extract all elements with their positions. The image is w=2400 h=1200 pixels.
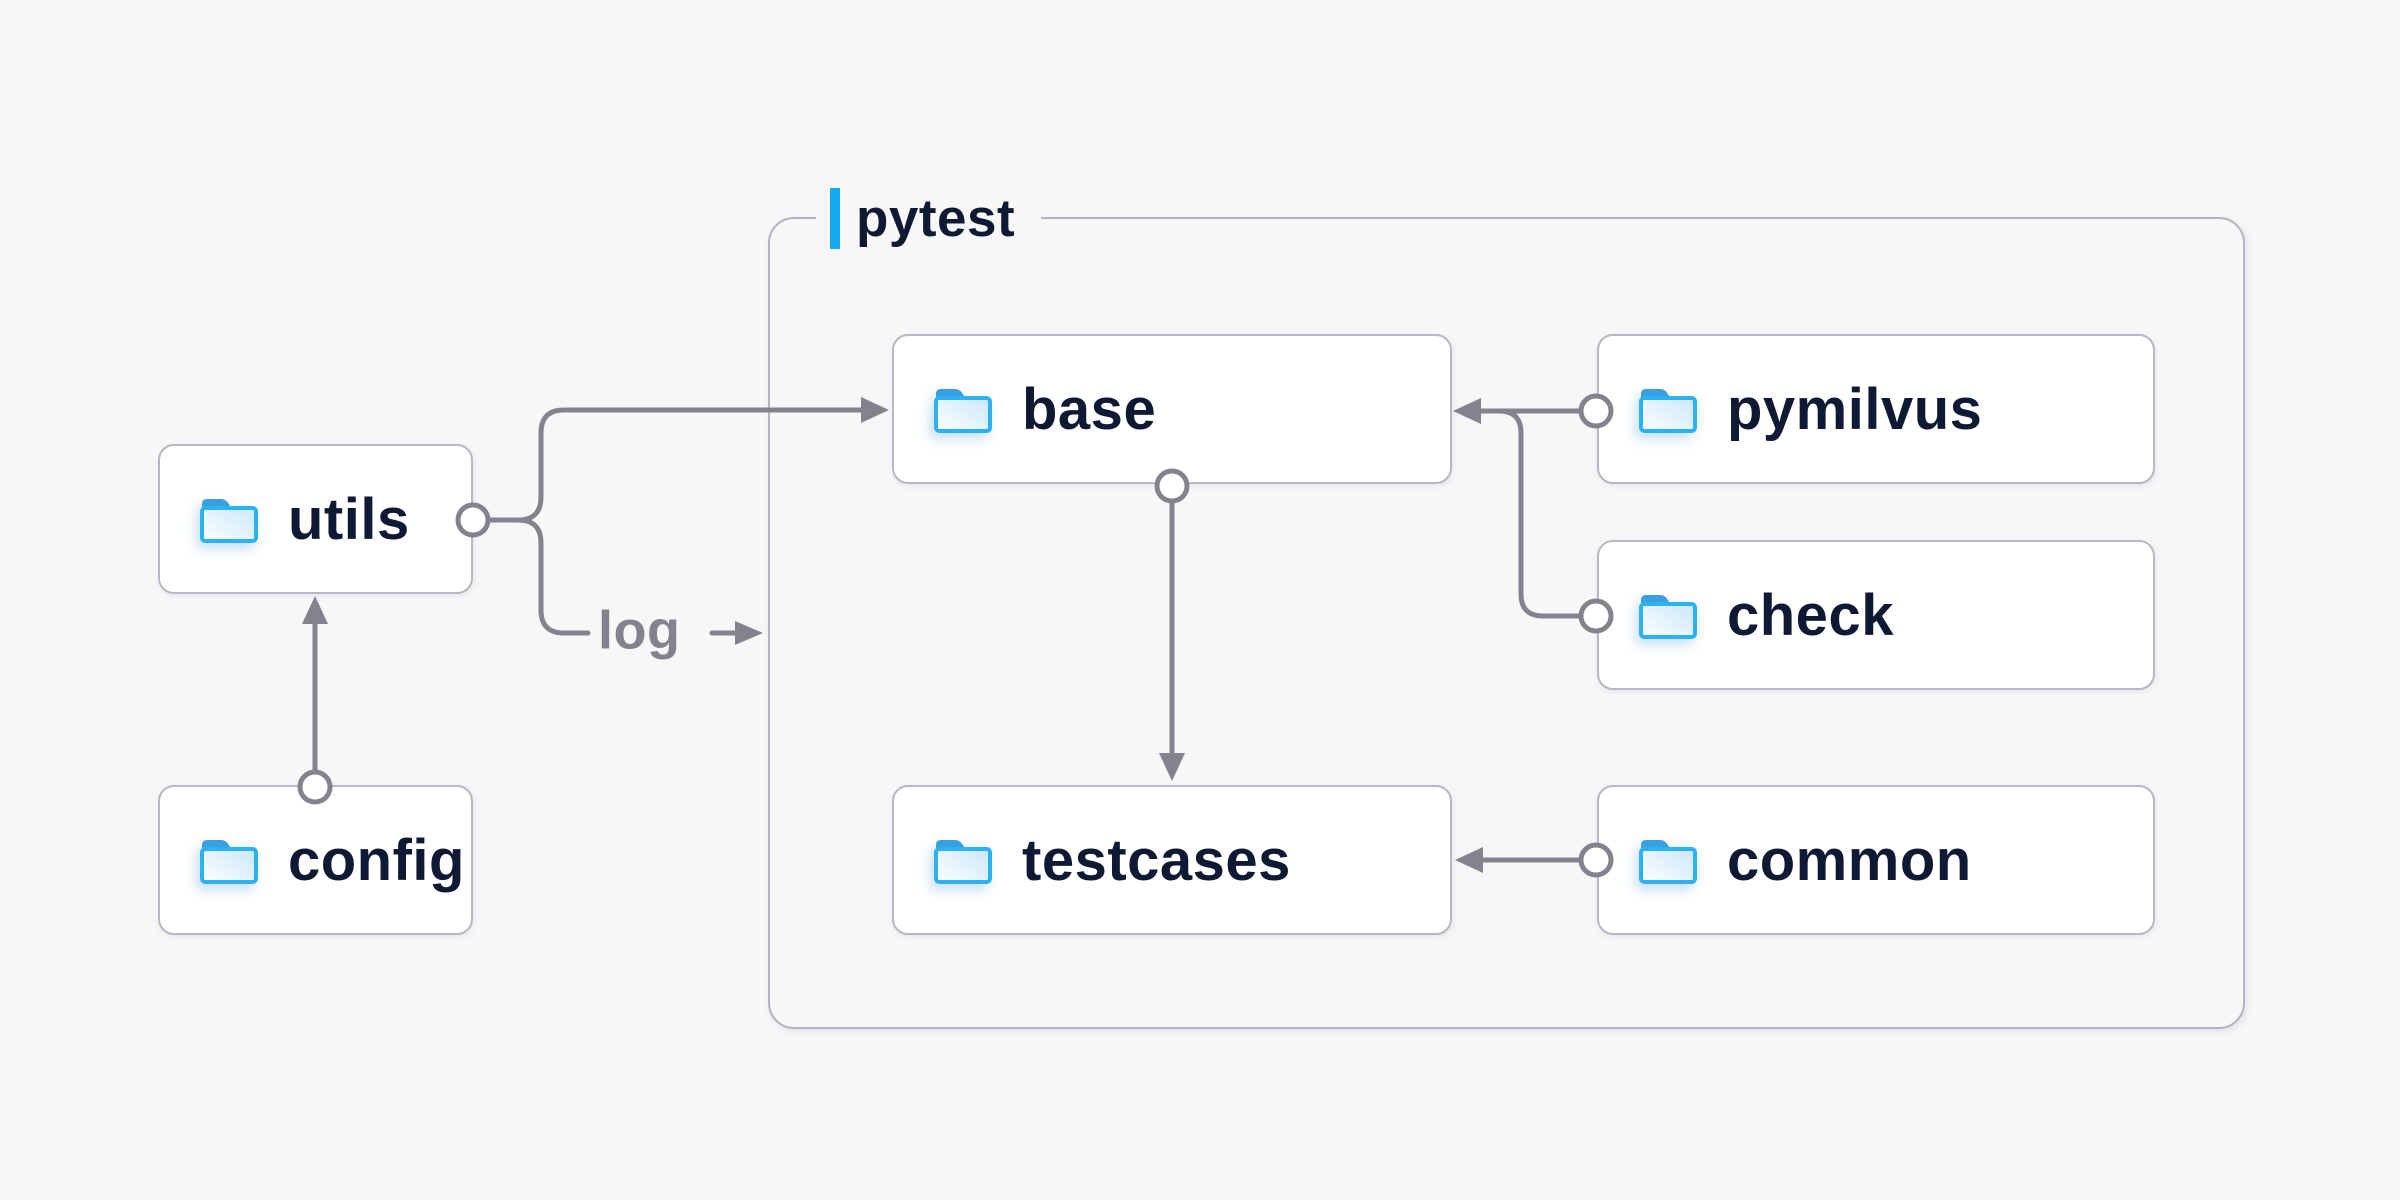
accent-bar: [830, 187, 840, 249]
node-label: utils: [288, 486, 410, 552]
node-label: testcases: [1022, 827, 1291, 893]
node-label: check: [1727, 582, 1894, 648]
node-check: check: [1597, 540, 2155, 690]
edge-utils-log: [486, 517, 591, 636]
edge-label-log: log: [598, 600, 681, 661]
folder-icon: [200, 838, 258, 884]
node-testcases: testcases: [892, 785, 1452, 935]
pytest-group-title: pytest: [856, 188, 1016, 248]
folder-icon: [1639, 838, 1697, 884]
folder-icon: [934, 387, 992, 433]
node-label: config: [288, 827, 465, 893]
node-utils: utils: [158, 444, 473, 594]
node-config: config: [158, 785, 473, 935]
arrowhead-config-utils: [302, 596, 328, 624]
folder-icon: [934, 838, 992, 884]
arrowhead-log-pytest: [735, 621, 763, 645]
node-label: base: [1022, 376, 1157, 442]
folder-icon: [200, 497, 258, 543]
node-label: common: [1727, 827, 1972, 893]
pytest-group-label: pytest: [816, 186, 1042, 250]
node-label: pymilvus: [1727, 376, 1983, 442]
folder-icon: [1639, 387, 1697, 433]
node-pymilvus: pymilvus: [1597, 334, 2155, 484]
node-common: common: [1597, 785, 2155, 935]
folder-icon: [1639, 593, 1697, 639]
pytest-group-container: pytest: [768, 186, 2245, 1029]
node-base: base: [892, 334, 1452, 484]
